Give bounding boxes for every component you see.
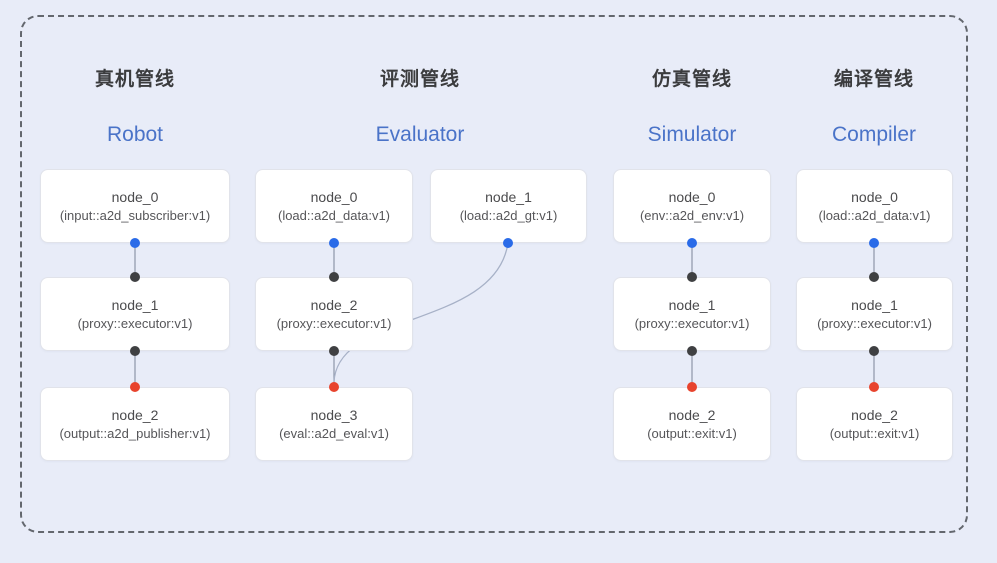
node-type: (output::exit:v1) bbox=[829, 426, 920, 441]
node-name: node_0 bbox=[111, 189, 159, 205]
node-type: (env::a2d_env:v1) bbox=[639, 208, 745, 223]
pipeline-title-en-compiler: Compiler bbox=[831, 123, 917, 146]
node-name: node_3 bbox=[310, 407, 358, 423]
node-name: node_0 bbox=[310, 189, 358, 205]
node-robot-node_2[interactable]: node_2 (output::a2d_publisher:v1) bbox=[40, 387, 230, 461]
node-evaluator-node_2[interactable]: node_2 (proxy::executor:v1) bbox=[255, 277, 413, 351]
pipeline-title-en-evaluator: Evaluator bbox=[375, 123, 465, 146]
input-port-dot bbox=[329, 238, 339, 248]
node-type: (load::a2d_data:v1) bbox=[818, 208, 931, 223]
pipeline-title-zh-robot: 真机管线 bbox=[94, 69, 175, 90]
node-type: (proxy::executor:v1) bbox=[634, 316, 750, 331]
node-name: node_1 bbox=[111, 297, 159, 313]
input-port-dot bbox=[130, 238, 140, 248]
node-compiler-node_0[interactable]: node_0 (load::a2d_data:v1) bbox=[796, 169, 953, 243]
input-port-dot bbox=[869, 238, 879, 248]
node-type: (output::a2d_publisher:v1) bbox=[59, 426, 211, 441]
output-port-dot bbox=[869, 382, 879, 392]
pipeline-group-frame bbox=[20, 15, 968, 533]
node-type: (output::exit:v1) bbox=[647, 426, 737, 441]
mid-port-dot bbox=[869, 272, 879, 282]
node-type: (proxy::executor:v1) bbox=[817, 316, 932, 331]
mid-port-dot bbox=[869, 346, 879, 356]
node-evaluator-node_0[interactable]: node_0 (load::a2d_data:v1) bbox=[255, 169, 413, 243]
node-name: node_2 bbox=[111, 407, 159, 423]
node-robot-node_1[interactable]: node_1 (proxy::executor:v1) bbox=[40, 277, 230, 351]
node-name: node_2 bbox=[668, 407, 716, 423]
mid-port-dot bbox=[687, 346, 697, 356]
node-evaluator-node_1[interactable]: node_1 (load::a2d_gt:v1) bbox=[430, 169, 587, 243]
input-port-dot bbox=[503, 238, 513, 248]
node-name: node_0 bbox=[668, 189, 716, 205]
node-type: (load::a2d_gt:v1) bbox=[459, 208, 558, 223]
pipeline-title-zh-compiler: 编译管线 bbox=[833, 69, 914, 90]
node-name: node_1 bbox=[485, 189, 532, 205]
mid-port-dot bbox=[687, 272, 697, 282]
node-type: (load::a2d_data:v1) bbox=[277, 208, 391, 223]
pipeline-title-en-robot: Robot bbox=[106, 123, 164, 146]
node-name: node_0 bbox=[851, 189, 898, 205]
node-type: (eval::a2d_eval:v1) bbox=[279, 426, 389, 441]
mid-port-dot bbox=[329, 272, 339, 282]
output-port-dot bbox=[687, 382, 697, 392]
input-port-dot bbox=[687, 238, 697, 248]
node-simulator-node_1[interactable]: node_1 (proxy::executor:v1) bbox=[613, 277, 771, 351]
node-robot-node_0[interactable]: node_0 (input::a2d_subscriber:v1) bbox=[40, 169, 230, 243]
node-type: (input::a2d_subscriber:v1) bbox=[59, 208, 211, 223]
node-type: (proxy::executor:v1) bbox=[276, 316, 392, 331]
node-compiler-node_2[interactable]: node_2 (output::exit:v1) bbox=[796, 387, 953, 461]
node-name: node_1 bbox=[851, 297, 898, 313]
node-evaluator-node_3[interactable]: node_3 (eval::a2d_eval:v1) bbox=[255, 387, 413, 461]
mid-port-dot bbox=[130, 272, 140, 282]
node-simulator-node_2[interactable]: node_2 (output::exit:v1) bbox=[613, 387, 771, 461]
node-name: node_2 bbox=[851, 407, 898, 423]
node-compiler-node_1[interactable]: node_1 (proxy::executor:v1) bbox=[796, 277, 953, 351]
output-port-dot bbox=[329, 382, 339, 392]
node-name: node_2 bbox=[310, 297, 358, 313]
mid-port-dot bbox=[329, 346, 339, 356]
pipeline-title-zh-simulator: 仿真管线 bbox=[651, 69, 732, 90]
output-port-dot bbox=[130, 382, 140, 392]
node-simulator-node_0[interactable]: node_0 (env::a2d_env:v1) bbox=[613, 169, 771, 243]
node-type: (proxy::executor:v1) bbox=[77, 316, 193, 331]
pipeline-title-en-simulator: Simulator bbox=[647, 123, 737, 146]
pipeline-title-zh-evaluator: 评测管线 bbox=[379, 69, 460, 90]
node-name: node_1 bbox=[668, 297, 716, 313]
mid-port-dot bbox=[130, 346, 140, 356]
